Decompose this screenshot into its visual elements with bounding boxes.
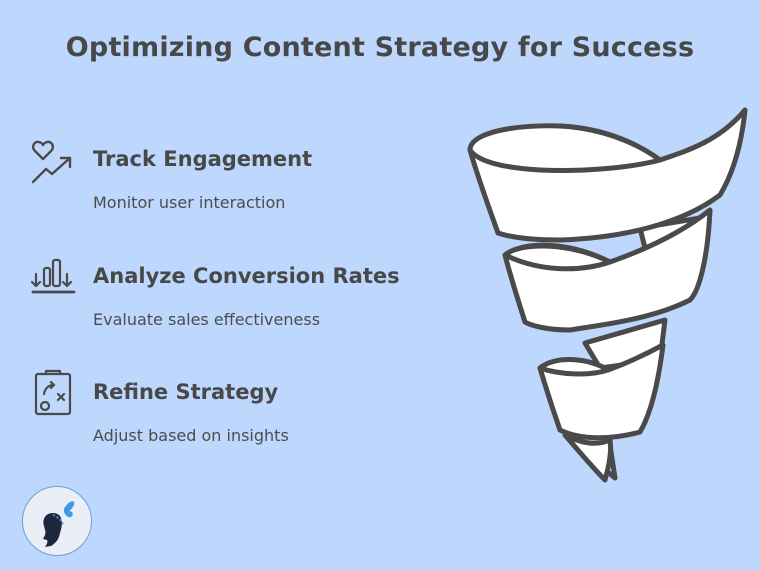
step-heading: Analyze Conversion Rates [93, 264, 400, 288]
silhouette-butterfly-logo [22, 486, 92, 556]
step-track-engagement: Track Engagement Monitor user interactio… [0, 135, 450, 235]
heart-trend-up-icon [30, 137, 80, 187]
step-description: Monitor user interaction [93, 193, 286, 212]
bar-chart-down-arrows-icon [30, 254, 80, 304]
page-title: Optimizing Content Strategy for Success [65, 32, 695, 63]
step-heading: Refine Strategy [93, 380, 279, 404]
spiral-funnel-graphic [455, 100, 760, 490]
step-description: Adjust based on insights [93, 426, 289, 445]
step-heading: Track Engagement [93, 147, 313, 171]
step-refine-strategy: Refine Strategy Adjust based on insights [0, 368, 450, 468]
step-description: Evaluate sales effectiveness [93, 310, 321, 329]
step-analyze-conversion-rates: Analyze Conversion Rates Evaluate sales … [0, 252, 450, 352]
clipboard-strategy-icon [30, 368, 80, 418]
